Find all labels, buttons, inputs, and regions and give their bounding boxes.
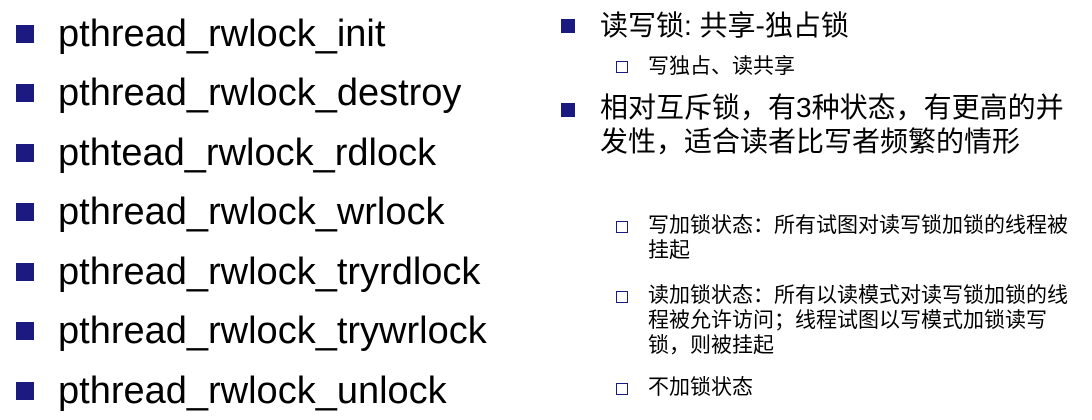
function-item-unlock: pthread_rwlock_unlock bbox=[58, 370, 447, 412]
function-item-init: pthread_rwlock_init bbox=[58, 13, 386, 55]
write-lock-state: 写加锁状态：所有试图对读写锁加锁的线程被挂起 bbox=[648, 214, 1068, 262]
hollow-square-bullet-icon bbox=[616, 291, 628, 303]
hollow-square-bullet-icon bbox=[616, 221, 628, 233]
function-item-rdlock: pthtead_rwlock_rdlock bbox=[58, 132, 437, 174]
rwlock-states-description: 相对互斥锁，有3种状态，有更高的并发性，适合读者比写者频繁的情形 bbox=[600, 92, 1064, 157]
hollow-square-bullet-icon bbox=[616, 61, 628, 73]
square-bullet-icon bbox=[16, 263, 34, 281]
square-bullet-icon bbox=[16, 322, 34, 340]
function-item-destroy: pthread_rwlock_destroy bbox=[58, 72, 462, 114]
rwlock-definition: 读写锁: 共享-独占锁 bbox=[600, 10, 849, 41]
square-bullet-icon bbox=[561, 103, 575, 117]
hollow-square-bullet-icon bbox=[616, 383, 628, 395]
square-bullet-icon bbox=[16, 382, 34, 400]
square-bullet-icon bbox=[16, 144, 34, 162]
function-item-tryrdlock: pthread_rwlock_tryrdlock bbox=[58, 251, 481, 293]
function-item-wrlock: pthread_rwlock_wrlock bbox=[58, 191, 445, 233]
square-bullet-icon bbox=[16, 84, 34, 102]
unlocked-state: 不加锁状态 bbox=[648, 376, 753, 399]
square-bullet-icon bbox=[16, 25, 34, 43]
function-item-trywrlock: pthread_rwlock_trywrlock bbox=[58, 310, 487, 352]
rwlock-definition-sub: 写独占、读共享 bbox=[648, 55, 795, 78]
square-bullet-icon bbox=[561, 19, 575, 33]
read-lock-state: 读加锁状态：所有以读模式对读写锁加锁的线程被允许访问；线程试图以写模式加锁读写锁… bbox=[648, 284, 1068, 357]
square-bullet-icon bbox=[16, 203, 34, 221]
